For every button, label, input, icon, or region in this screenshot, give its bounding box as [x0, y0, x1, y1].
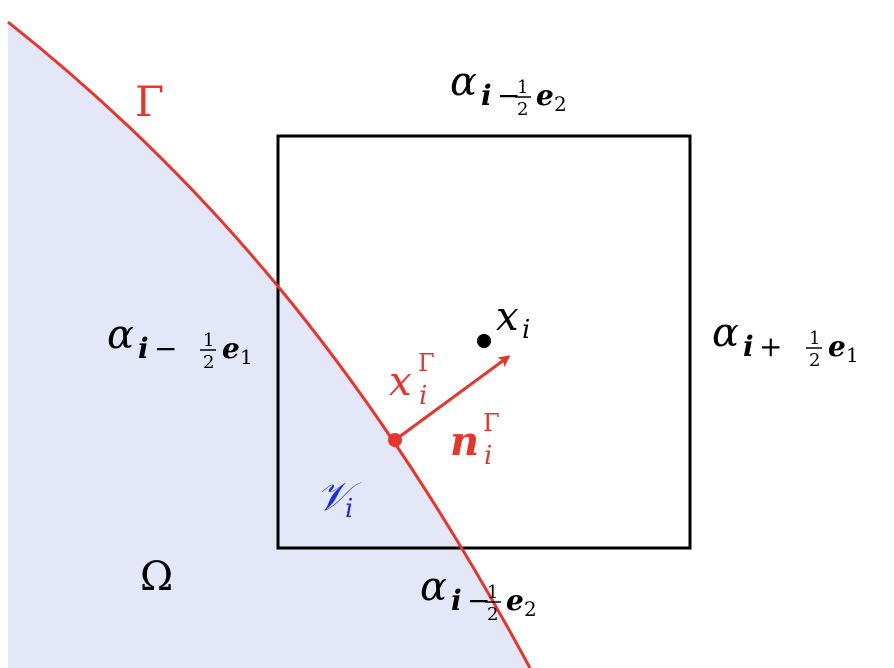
- x-symbol: x: [496, 294, 519, 340]
- index-i: i: [481, 79, 492, 112]
- cell-square: [276, 134, 692, 550]
- n-subscript: i: [484, 441, 492, 471]
- alpha-symbol: α: [107, 312, 134, 358]
- basis-e: e: [506, 584, 524, 617]
- basis-e: e: [828, 330, 846, 363]
- x-subscript: i: [419, 381, 427, 411]
- index-i: i: [451, 584, 462, 617]
- half-numerator: 1: [517, 77, 528, 98]
- cell-center-label: x i: [496, 294, 530, 345]
- minus-sign: −: [467, 584, 490, 617]
- v-subscript: i: [345, 494, 353, 524]
- plus-sign: +: [759, 330, 782, 363]
- half-denominator: 2: [203, 352, 214, 373]
- half-denominator: 2: [487, 604, 498, 625]
- n-symbol: n: [450, 418, 479, 465]
- x-subscript: i: [522, 315, 530, 345]
- alpha-right-face-label: α i + 1 2 e 1: [712, 310, 859, 371]
- alpha-bottom-face-label: α i − 1 2 e 2: [420, 564, 537, 625]
- half-denominator: 2: [517, 99, 528, 120]
- x-symbol: x: [389, 359, 412, 405]
- domain-omega-region: [8, 22, 530, 668]
- interface-curve-gamma: [7, 20, 532, 668]
- index-i: i: [743, 330, 754, 363]
- interface-point: [388, 433, 402, 447]
- basis-index: 1: [846, 343, 859, 367]
- half-numerator: 1: [487, 582, 498, 603]
- normal-vector-arrow: [394, 355, 511, 442]
- half-numerator: 1: [203, 330, 214, 351]
- omega-label: Ω: [140, 554, 173, 600]
- alpha-symbol: α: [712, 310, 739, 356]
- alpha-top-face-label: α i − 1 2 e 2: [450, 59, 567, 120]
- alpha-symbol: α: [420, 564, 447, 610]
- half-numerator: 1: [809, 328, 820, 349]
- half-denominator: 2: [809, 350, 820, 371]
- index-i: i: [138, 332, 149, 365]
- basis-index: 2: [524, 597, 537, 621]
- normal-vector-label: n Γ i: [450, 409, 500, 471]
- basis-index: 2: [554, 92, 567, 116]
- gamma-superscript: Γ: [418, 349, 435, 377]
- interface-point-label: x Γ i: [389, 349, 435, 411]
- gamma-label: Γ: [135, 77, 164, 126]
- alpha-left-face-label: α i − 1 2 e 1: [107, 312, 253, 373]
- cell-center-point: [477, 334, 491, 348]
- basis-e: e: [536, 79, 554, 112]
- basis-e: e: [222, 332, 240, 365]
- minus-sign: −: [154, 332, 177, 365]
- basis-index: 1: [240, 345, 253, 369]
- gamma-superscript: Γ: [483, 409, 500, 437]
- minus-sign: −: [497, 79, 520, 112]
- alpha-symbol: α: [450, 59, 477, 105]
